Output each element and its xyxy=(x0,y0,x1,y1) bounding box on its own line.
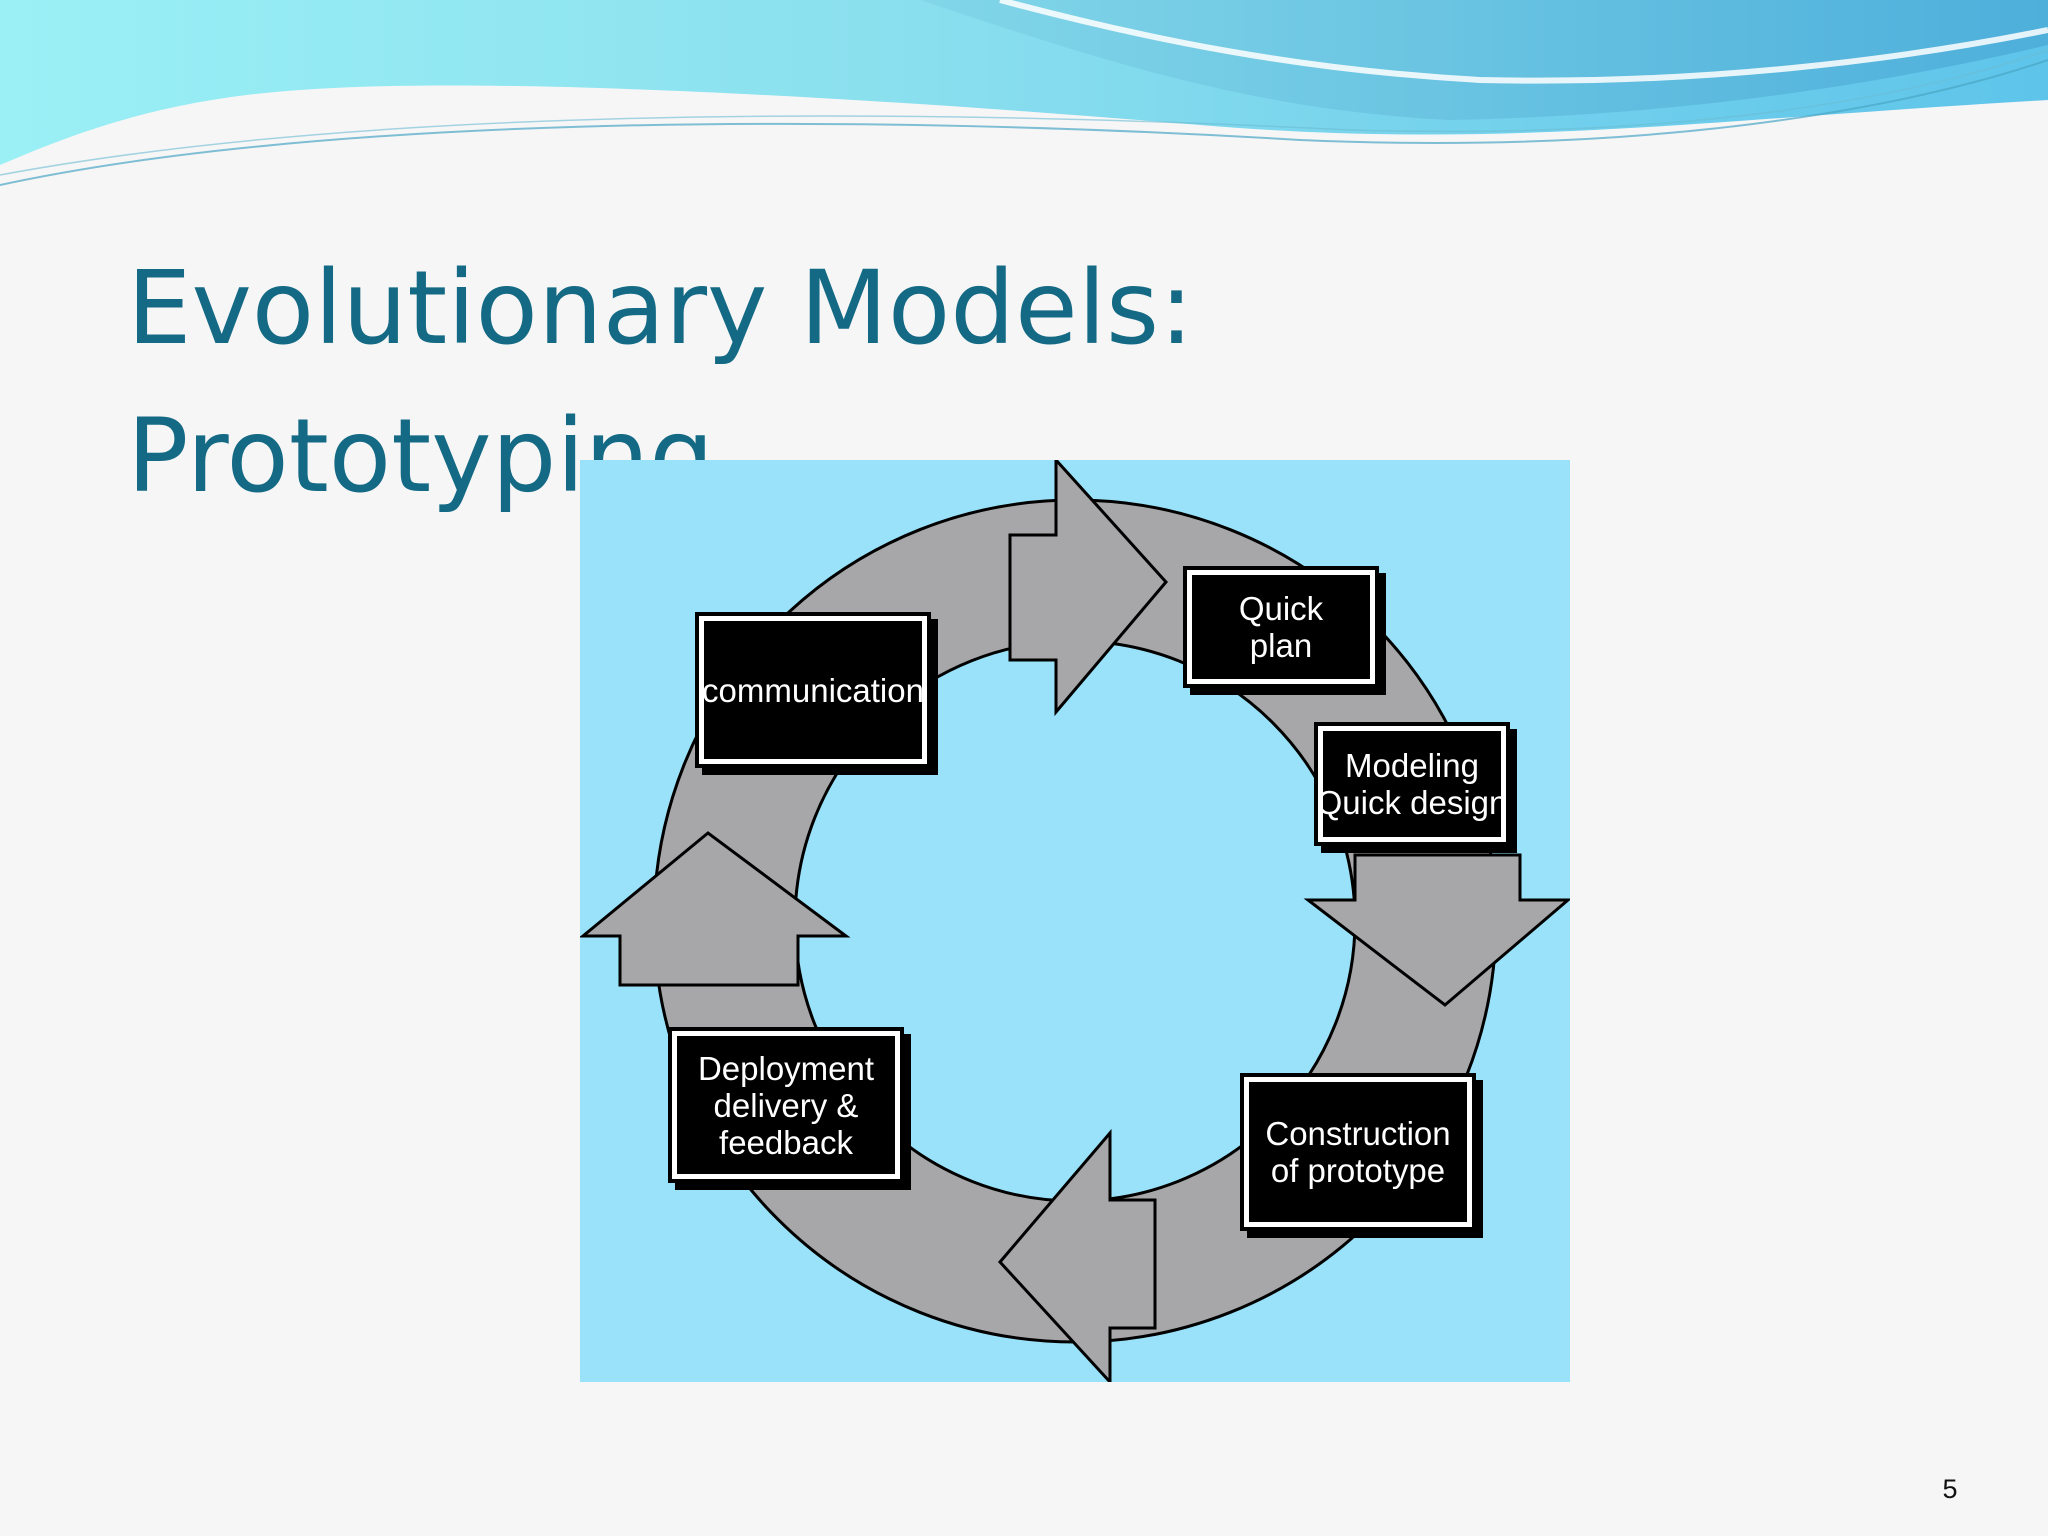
arrow-left xyxy=(580,831,851,987)
arrow-right xyxy=(1303,853,1570,1007)
arrow-bottom xyxy=(997,1128,1157,1382)
page-number: 5 xyxy=(1942,1474,1958,1504)
step-communication: communication xyxy=(695,612,931,768)
step-deployment-delivery-feedback: Deployment delivery & feedback xyxy=(668,1027,904,1183)
step-modeling-quick-design: Modeling Quick design xyxy=(1314,722,1510,846)
prototyping-cycle-diagram: communication Quick plan Modeling Quick … xyxy=(580,460,1570,1382)
arrow-top xyxy=(1008,460,1168,717)
header-wave-banner xyxy=(0,0,2048,186)
step-construction-of-prototype: Construction of prototype xyxy=(1240,1073,1476,1231)
cycle-graphic xyxy=(580,460,1570,1382)
slide-title-line-1: Evolutionary Models: xyxy=(127,249,1194,368)
step-quick-plan: Quick plan xyxy=(1183,566,1379,688)
